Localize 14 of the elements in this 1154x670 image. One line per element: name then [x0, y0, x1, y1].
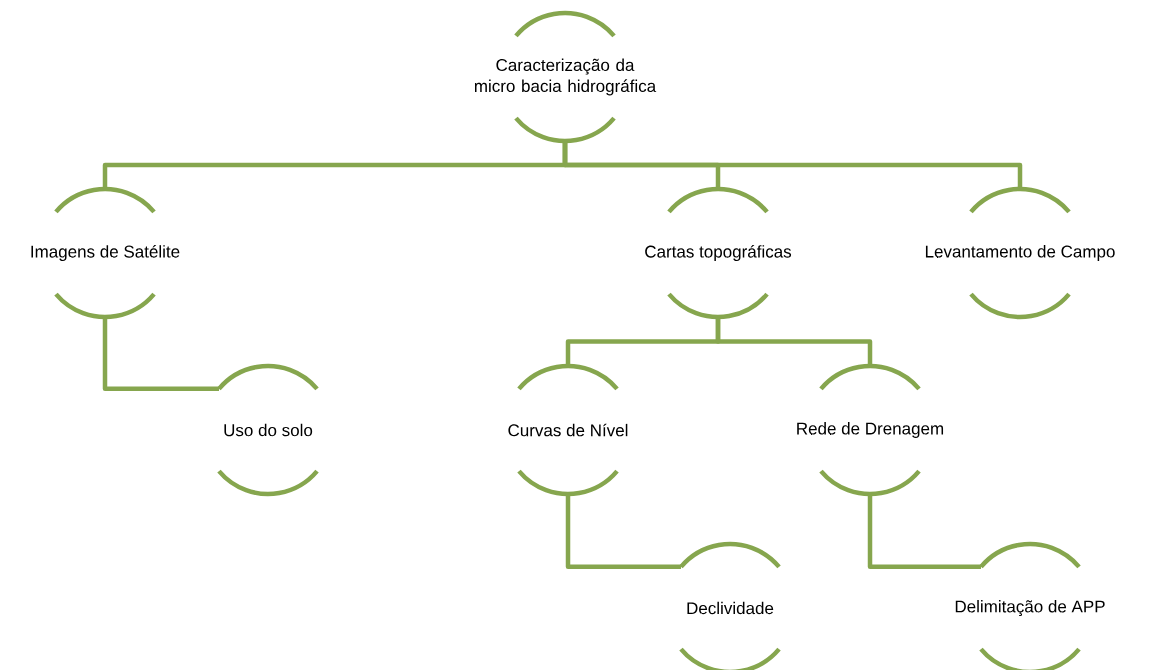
arc-node: Uso do solo [217, 363, 319, 497]
connector-line [867, 494, 981, 570]
arc-node: Curvas de Nível [508, 363, 628, 497]
connector-line [565, 494, 681, 570]
arc-node: Imagens de Satélite [31, 186, 180, 320]
arc-node: Delimitação de APP [955, 541, 1105, 670]
arc-node: Rede de Drenagem [797, 363, 944, 497]
arc-node: Cartas topográficas [645, 186, 792, 320]
arc-node: Levantamento de Campo [925, 186, 1115, 320]
connector-line [715, 317, 873, 366]
connector-line [102, 317, 219, 392]
connector-line [562, 141, 1023, 189]
arc-node: Declividade [679, 541, 781, 670]
arc-node: Caracterização da micro bacia hidrográfica [474, 10, 657, 144]
